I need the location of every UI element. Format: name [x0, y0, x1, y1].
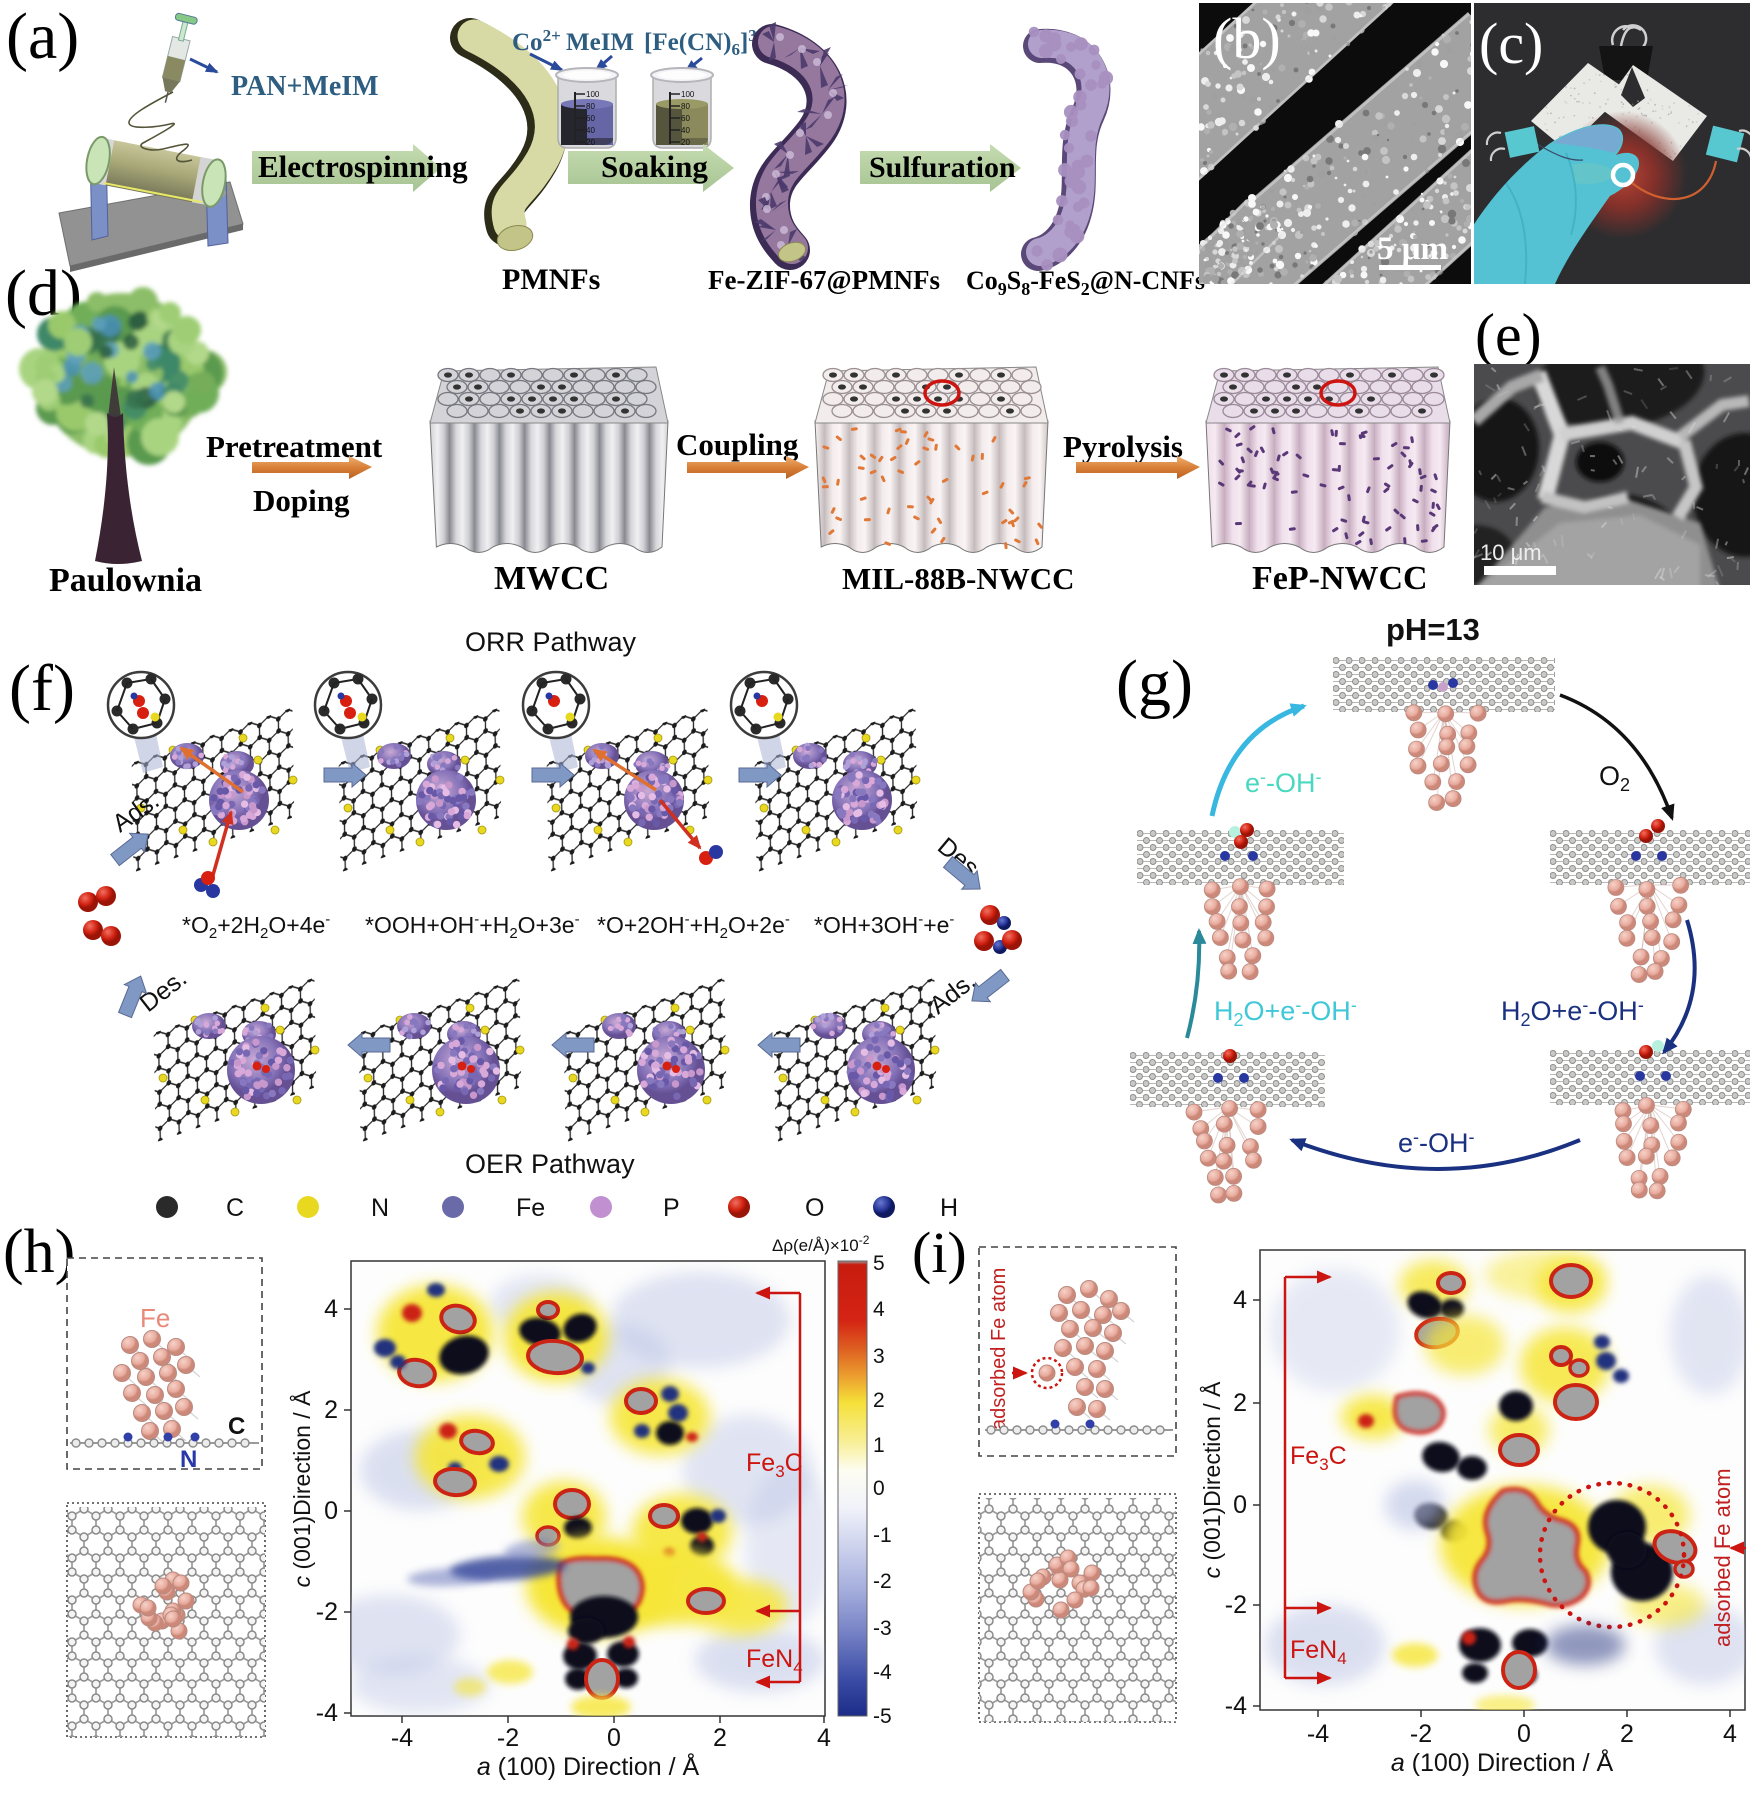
svg-text:[Fe(CN)6]3-: [Fe(CN)6]3-	[644, 26, 763, 59]
svg-text:0: 0	[1233, 1491, 1247, 1519]
svg-text:2: 2	[1620, 1720, 1634, 1748]
svg-text:(i): (i)	[912, 1220, 967, 1285]
svg-text:Paulownia: Paulownia	[49, 562, 202, 599]
svg-text:80: 80	[586, 102, 595, 111]
svg-text:20: 20	[586, 138, 595, 147]
svg-text:5 μm: 5 μm	[1377, 231, 1448, 267]
svg-text:Fe-ZIF-67@PMNFs: Fe-ZIF-67@PMNFs	[708, 265, 940, 295]
svg-text:60: 60	[586, 114, 595, 123]
svg-text:Soaking: Soaking	[601, 149, 708, 184]
svg-text:P: P	[663, 1194, 680, 1222]
svg-text:O: O	[805, 1194, 824, 1222]
svg-text:(e): (e)	[1475, 302, 1542, 368]
svg-text:Sulfuration: Sulfuration	[869, 151, 1016, 184]
svg-text:20: 20	[681, 138, 690, 147]
svg-text:Coupling: Coupling	[676, 427, 799, 462]
svg-text:adsorbed Fe atom: adsorbed Fe atom	[1710, 1468, 1735, 1647]
svg-text:60: 60	[681, 114, 690, 123]
svg-text:4: 4	[817, 1724, 831, 1752]
svg-text:H2O+e--OH-: H2O+e--OH-	[1214, 995, 1357, 1030]
svg-text:pH=13: pH=13	[1386, 612, 1480, 647]
svg-text:4: 4	[324, 1295, 338, 1323]
svg-text:N: N	[180, 1446, 197, 1473]
svg-text:5: 5	[873, 1252, 885, 1275]
svg-text:a (100) Direction / Å: a (100) Direction / Å	[477, 1751, 700, 1781]
svg-text:FeP-NWCC: FeP-NWCC	[1252, 560, 1428, 597]
svg-text:-2: -2	[497, 1724, 519, 1752]
svg-text:*OOH+OH-+H2O+3e-: *OOH+OH-+H2O+3e-	[365, 911, 580, 942]
svg-text:C: C	[228, 1413, 245, 1440]
svg-text:MIL-88B-NWCC: MIL-88B-NWCC	[842, 561, 1075, 596]
svg-text:adsorbed Fe atom: adsorbed Fe atom	[988, 1268, 1010, 1430]
svg-text:O2: O2	[1599, 761, 1630, 795]
svg-text:Electrospinning: Electrospinning	[258, 149, 468, 184]
svg-text:40: 40	[681, 126, 690, 135]
svg-text:-3: -3	[873, 1617, 892, 1640]
svg-text:e--OH-: e--OH-	[1245, 767, 1322, 798]
svg-text:(c): (c)	[1479, 11, 1543, 76]
svg-text:-2: -2	[316, 1598, 338, 1626]
svg-text:PAN+MeIM: PAN+MeIM	[231, 71, 379, 102]
svg-text:PMNFs: PMNFs	[502, 263, 600, 296]
svg-text:-4: -4	[1225, 1692, 1247, 1720]
svg-text:*O2+2H2O+4e-: *O2+2H2O+4e-	[182, 911, 330, 942]
svg-text:3: 3	[873, 1345, 885, 1368]
svg-text:Fe: Fe	[140, 1303, 170, 1333]
svg-text:-4: -4	[1307, 1720, 1329, 1748]
svg-text:c (001)Direction / Å: c (001)Direction / Å	[1198, 1381, 1225, 1579]
svg-text:80: 80	[681, 102, 690, 111]
svg-text:MeIM: MeIM	[566, 29, 634, 56]
svg-text:Doping: Doping	[253, 483, 350, 518]
svg-text:100: 100	[586, 90, 600, 99]
svg-text:*OH+3OH-+e-: *OH+3OH-+e-	[814, 911, 954, 938]
svg-text:Fe: Fe	[516, 1194, 545, 1222]
svg-text:0: 0	[1517, 1720, 1531, 1748]
svg-text:0: 0	[607, 1724, 621, 1752]
svg-text:Pretreatment: Pretreatment	[206, 429, 383, 464]
svg-text:40: 40	[586, 126, 595, 135]
svg-text:N: N	[371, 1194, 389, 1222]
svg-text:e--OH-: e--OH-	[1398, 1127, 1475, 1158]
svg-text:a (100) Direction / Å: a (100) Direction / Å	[1391, 1747, 1614, 1777]
svg-text:MWCC: MWCC	[494, 560, 609, 597]
svg-text:H2O+e--OH-: H2O+e--OH-	[1501, 995, 1644, 1030]
svg-text:H: H	[940, 1194, 958, 1222]
svg-text:2: 2	[873, 1389, 885, 1412]
svg-text:C: C	[226, 1194, 244, 1222]
svg-text:2: 2	[324, 1396, 338, 1424]
svg-text:Co2+: Co2+	[512, 26, 561, 56]
svg-text:*O+2OH-+H2O+2e-: *O+2OH-+H2O+2e-	[597, 911, 790, 942]
svg-text:0: 0	[324, 1497, 338, 1525]
svg-text:(f): (f)	[9, 652, 75, 725]
svg-text:-4: -4	[316, 1699, 338, 1727]
svg-text:2: 2	[1233, 1389, 1247, 1417]
svg-text:c (001)Direction / Å: c (001)Direction / Å	[288, 1390, 315, 1588]
svg-text:Pyrolysis: Pyrolysis	[1063, 429, 1183, 464]
svg-text:(a): (a)	[6, 0, 79, 73]
svg-text:4: 4	[873, 1298, 885, 1321]
svg-text:-4: -4	[391, 1724, 413, 1752]
svg-text:(b): (b)	[1213, 6, 1281, 71]
svg-text:0: 0	[873, 1477, 885, 1500]
svg-text:Fe3C: Fe3C	[746, 1449, 803, 1481]
svg-text:100: 100	[681, 90, 695, 99]
svg-text:ORR Pathway: ORR Pathway	[465, 627, 637, 657]
svg-text:10 μm: 10 μm	[1480, 540, 1542, 565]
svg-text:2: 2	[713, 1724, 727, 1752]
svg-text:-2: -2	[873, 1570, 892, 1593]
svg-text:-1: -1	[873, 1524, 892, 1547]
svg-text:4: 4	[1723, 1720, 1737, 1748]
svg-text:(h): (h)	[3, 1218, 75, 1286]
svg-text:-2: -2	[1410, 1720, 1432, 1748]
svg-text:(g): (g)	[1116, 647, 1193, 720]
svg-text:-5: -5	[873, 1705, 892, 1728]
svg-text:1: 1	[873, 1434, 885, 1457]
svg-text:4: 4	[1233, 1286, 1247, 1314]
svg-text:-2: -2	[1225, 1591, 1247, 1619]
svg-text:Fe3C: Fe3C	[1290, 1442, 1347, 1474]
svg-text:-4: -4	[873, 1661, 892, 1684]
svg-text:Δρ(e/Å)×10-2: Δρ(e/Å)×10-2	[772, 1233, 870, 1255]
svg-text:OER Pathway: OER Pathway	[465, 1149, 635, 1179]
